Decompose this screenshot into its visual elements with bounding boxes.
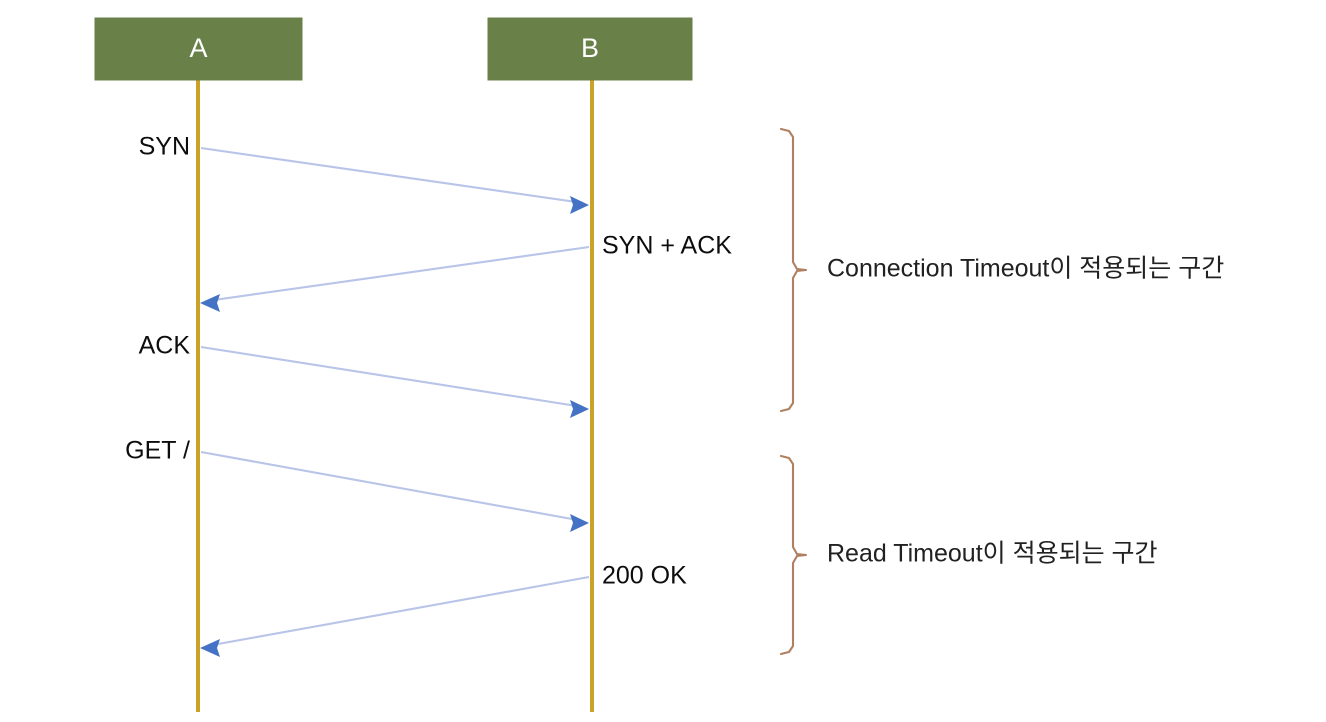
participant-a-box — [94, 17, 303, 81]
message-ack[interactable]: ACK — [139, 332, 589, 418]
message-ack-arrowhead — [570, 400, 589, 418]
annotation-connection-timeout[interactable]: Connection Timeout이 적용되는 구간 — [779, 127, 1224, 413]
participant-a[interactable]: A — [94, 17, 303, 81]
read-timeout-brace-icon — [779, 454, 808, 656]
message-ack-line — [200, 345, 584, 409]
message-200-ok-label: 200 OK — [602, 562, 687, 590]
message-syn-ack-line — [206, 245, 590, 303]
message-syn-arrowhead — [570, 196, 589, 214]
participant-b[interactable]: B — [487, 17, 693, 81]
read-timeout-label: Read Timeout이 적용되는 구간 — [827, 540, 1158, 568]
message-syn[interactable]: SYN — [139, 133, 589, 214]
message-get-arrowhead — [570, 514, 589, 532]
message-get-line — [200, 450, 584, 523]
message-ack-label: ACK — [139, 332, 191, 360]
participant-a-label: A — [189, 33, 207, 63]
message-syn-line — [200, 146, 584, 205]
message-get-label: GET / — [125, 437, 190, 465]
message-get[interactable]: GET / — [125, 437, 589, 532]
message-200-ok[interactable]: 200 OK — [200, 562, 687, 657]
connection-timeout-label: Connection Timeout이 적용되는 구간 — [827, 255, 1224, 283]
message-syn-ack-label: SYN + ACK — [602, 232, 732, 260]
participant-b-label: B — [581, 33, 599, 63]
lifelines-group — [196, 80, 594, 712]
annotation-read-timeout[interactable]: Read Timeout이 적용되는 구간 — [779, 454, 1158, 656]
message-200-ok-line — [206, 575, 590, 648]
message-syn-label: SYN — [139, 133, 190, 161]
message-200-ok-arrowhead — [200, 639, 220, 657]
participant-b-box — [487, 17, 693, 81]
message-syn-ack[interactable]: SYN + ACK — [200, 232, 732, 312]
connection-timeout-brace-icon — [779, 127, 808, 413]
message-syn-ack-arrowhead — [200, 294, 220, 312]
